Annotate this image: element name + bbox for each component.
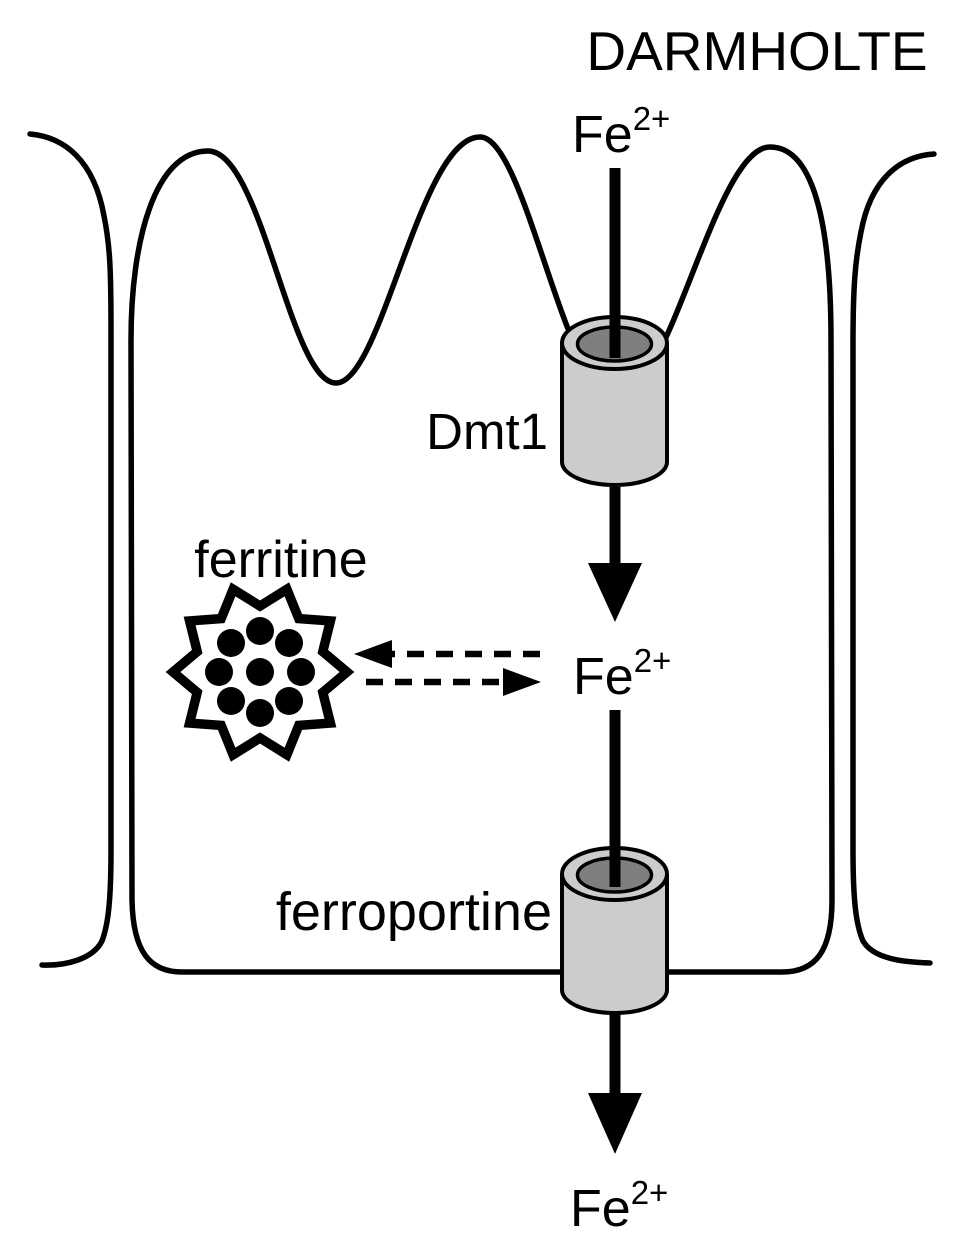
- lumen-ion-charge: 2+: [633, 100, 671, 137]
- iron-dot: [275, 687, 303, 715]
- cytosol-ion-symbol: Fe: [573, 648, 634, 706]
- lumen-ion-label: Fe2+: [572, 100, 670, 164]
- iron-dot: [246, 699, 274, 727]
- iron-dot: [205, 658, 233, 686]
- export-arrow-head: [588, 1093, 642, 1154]
- iron-dot: [275, 629, 303, 657]
- lumen-ion-symbol: Fe: [572, 106, 633, 164]
- ferritin-granule: [165, 582, 355, 762]
- iron-dot: [246, 658, 274, 686]
- exported-ion-symbol: Fe: [570, 1180, 631, 1238]
- cytosol-ion-label: Fe2+: [573, 642, 671, 706]
- exported-ion-label: Fe2+: [570, 1174, 668, 1238]
- iron-dot: [217, 629, 245, 657]
- labels: DARMHOLTE Fe2+ Dmt1 ferritine Fe2+ ferro…: [194, 20, 927, 1238]
- compartment-title: DARMHOLTE: [586, 20, 927, 82]
- enterocyte-membrane: [128, 134, 835, 975]
- dmt1-label: Dmt1: [426, 403, 548, 460]
- iron-flux-arrows: [588, 168, 642, 1154]
- iron-dot: [246, 617, 274, 645]
- ferroportin-label: ferroportine: [276, 882, 552, 942]
- dmt1-channel-body: [560, 343, 669, 487]
- iron-dot: [217, 687, 245, 715]
- iron-dot: [287, 658, 315, 686]
- uptake-arrow-head: [588, 563, 642, 622]
- ferritin-exchange-arrows: [354, 640, 541, 696]
- from-ferritin-arrow-head: [503, 668, 541, 696]
- cytosol-ion-charge: 2+: [634, 642, 672, 679]
- membranes: [27, 131, 937, 975]
- exported-ion-charge: 2+: [631, 1174, 669, 1211]
- left-neighbor-cell-membrane: [27, 131, 114, 968]
- ferritin-label: ferritine: [194, 531, 367, 589]
- right-neighbor-cell-membrane: [850, 151, 937, 966]
- ferritin-iron-dots: [205, 617, 315, 727]
- to-ferritin-arrow-head: [354, 640, 392, 668]
